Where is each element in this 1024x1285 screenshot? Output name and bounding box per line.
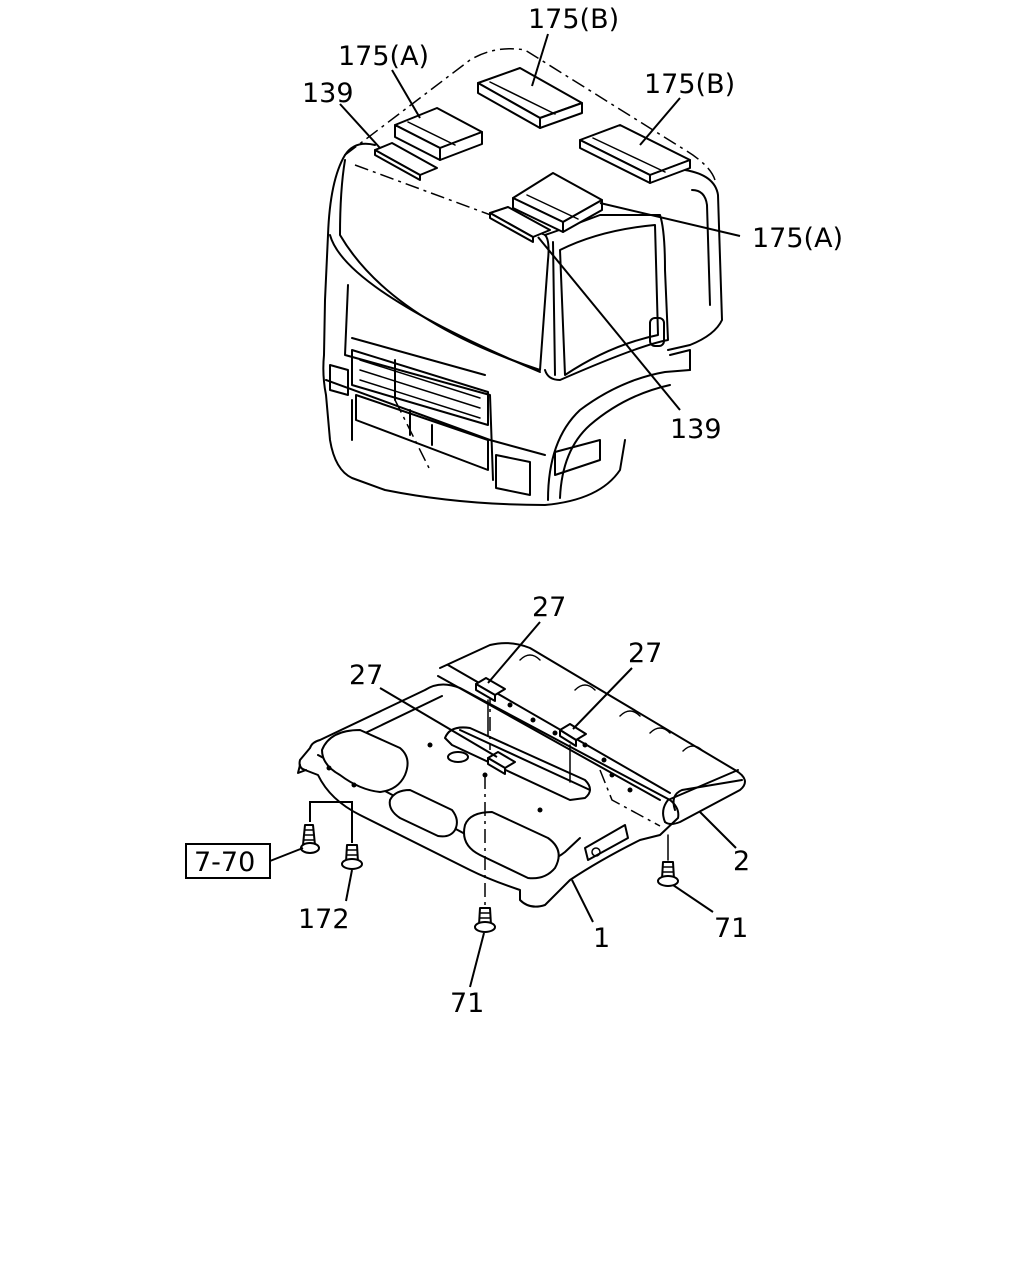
label-175a-front-left: 175(A)	[338, 41, 429, 72]
headliner-illustration	[297, 642, 746, 908]
roof-pads	[374, 67, 691, 243]
label-27-upper: 27	[532, 592, 566, 623]
label-71-center: 71	[450, 988, 484, 1019]
screw-71-right	[657, 861, 679, 887]
screw-71-center	[474, 907, 496, 933]
ref-box-7-70[interactable]	[185, 843, 304, 879]
label-27-right: 27	[628, 638, 662, 669]
label-175a-front-right: 175(A)	[752, 223, 843, 254]
label-175b-rear-right: 175(B)	[644, 69, 735, 100]
label-139-right: 139	[670, 414, 722, 445]
label-139-left: 139	[302, 78, 354, 109]
truck-cab-illustration	[322, 48, 723, 506]
headliner-leader-lines	[345, 621, 737, 988]
fasteners	[300, 801, 679, 933]
label-71-right: 71	[714, 913, 748, 944]
screw-172	[341, 844, 363, 870]
clip-7-70	[300, 824, 320, 854]
label-2: 2	[733, 846, 750, 877]
label-27-left: 27	[349, 660, 383, 691]
cab-leader-lines	[339, 33, 741, 411]
label-ref-7-70[interactable]: 7-70	[194, 847, 255, 878]
label-172: 172	[298, 904, 350, 935]
label-1: 1	[593, 923, 610, 954]
part-labels: 175(B) 175(A) 175(B) 175(A) 139 139 27 2…	[194, 4, 843, 1019]
label-175b-rear-left: 175(B)	[528, 4, 619, 35]
